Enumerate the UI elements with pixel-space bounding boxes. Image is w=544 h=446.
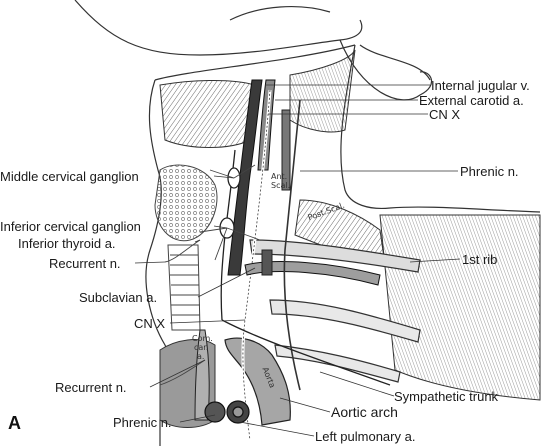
nerve-branches <box>159 164 261 386</box>
head-outline <box>74 0 433 101</box>
label-subclavian-a: Subclavian a. <box>79 290 158 305</box>
trachea <box>167 244 201 331</box>
label-recurrent-n-lower: Recurrent n. <box>55 380 127 395</box>
label-phrenic-n-lower: Phrenic n. <box>113 415 172 430</box>
label-first-rib: 1st rib <box>462 252 498 267</box>
pulmonary-vessels <box>204 400 250 424</box>
label-cn-x-lower: CN X <box>134 316 166 331</box>
ant-scalene-label-2: Scal. <box>271 181 291 190</box>
label-aortic-arch: Aortic arch <box>331 404 398 420</box>
internal-jugular-vein <box>227 79 263 276</box>
phrenic-nerve <box>283 99 301 391</box>
leader-lines <box>134 84 461 437</box>
label-inferior-thyroid-a: Inferior thyroid a. <box>18 236 116 251</box>
label-left-pulmonary-a: Left pulmonary a. <box>315 429 416 444</box>
label-recurrent-n-upper: Recurrent n. <box>49 256 121 271</box>
label-sympathetic-trunk: Sympathetic trunk <box>394 389 499 404</box>
com-car-label-2: car. <box>194 343 209 352</box>
vertebral-vessels <box>261 109 291 276</box>
chest-muscles <box>294 199 541 401</box>
label-inferior-cervical-ganglion: Inferior cervical ganglion <box>0 219 141 234</box>
label-middle-cervical-ganglion: Middle cervical ganglion <box>0 169 139 184</box>
label-phrenic-n-upper: Phrenic n. <box>460 164 519 179</box>
thyroid-gland <box>154 164 218 242</box>
label-internal-jugular-v: Internal jugular v. <box>431 78 530 93</box>
com-car-label-1: Com. <box>192 334 213 343</box>
panel-letter: A <box>8 413 21 433</box>
label-cn-x-upper: CN X <box>429 107 461 122</box>
com-car-label-3: a. <box>197 352 205 361</box>
common-carotid-artery <box>194 329 210 421</box>
ant-scalene-label-1: Ant. <box>271 172 288 181</box>
subclavian-artery <box>244 261 381 286</box>
aorta <box>224 337 291 426</box>
facial-muscles <box>159 49 356 148</box>
label-external-carotid-a: External carotid a. <box>419 93 524 108</box>
ribs <box>249 239 421 383</box>
